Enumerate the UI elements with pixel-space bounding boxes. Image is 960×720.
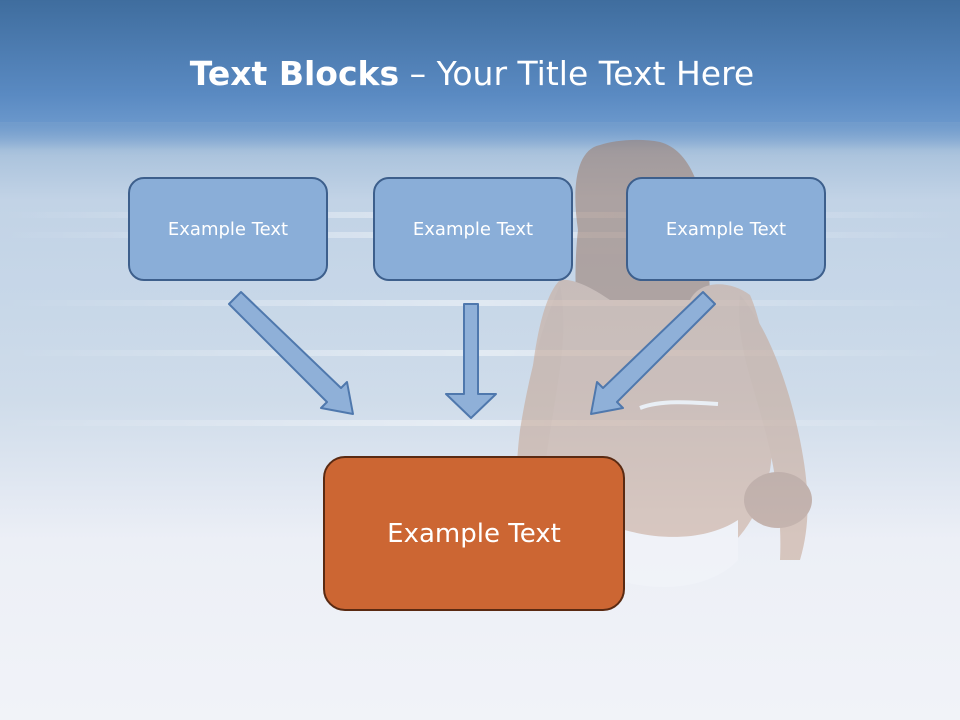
text-block-3[interactable]: Example Text xyxy=(626,177,826,281)
text-block-2[interactable]: Example Text xyxy=(373,177,573,281)
title-rest: – Your Title Text Here xyxy=(399,54,755,93)
arrow-right xyxy=(590,291,716,415)
wave-line xyxy=(0,420,960,426)
wave-line xyxy=(0,300,960,306)
target-block[interactable]: Example Text xyxy=(323,456,625,611)
text-block-1[interactable]: Example Text xyxy=(128,177,328,281)
slide-title: Text Blocks – Your Title Text Here xyxy=(0,54,944,93)
wave-line xyxy=(0,350,960,356)
arrow-center xyxy=(445,303,497,419)
horizon-band xyxy=(0,122,960,156)
arrow-left xyxy=(228,291,354,415)
title-bold: Text Blocks xyxy=(189,54,400,93)
